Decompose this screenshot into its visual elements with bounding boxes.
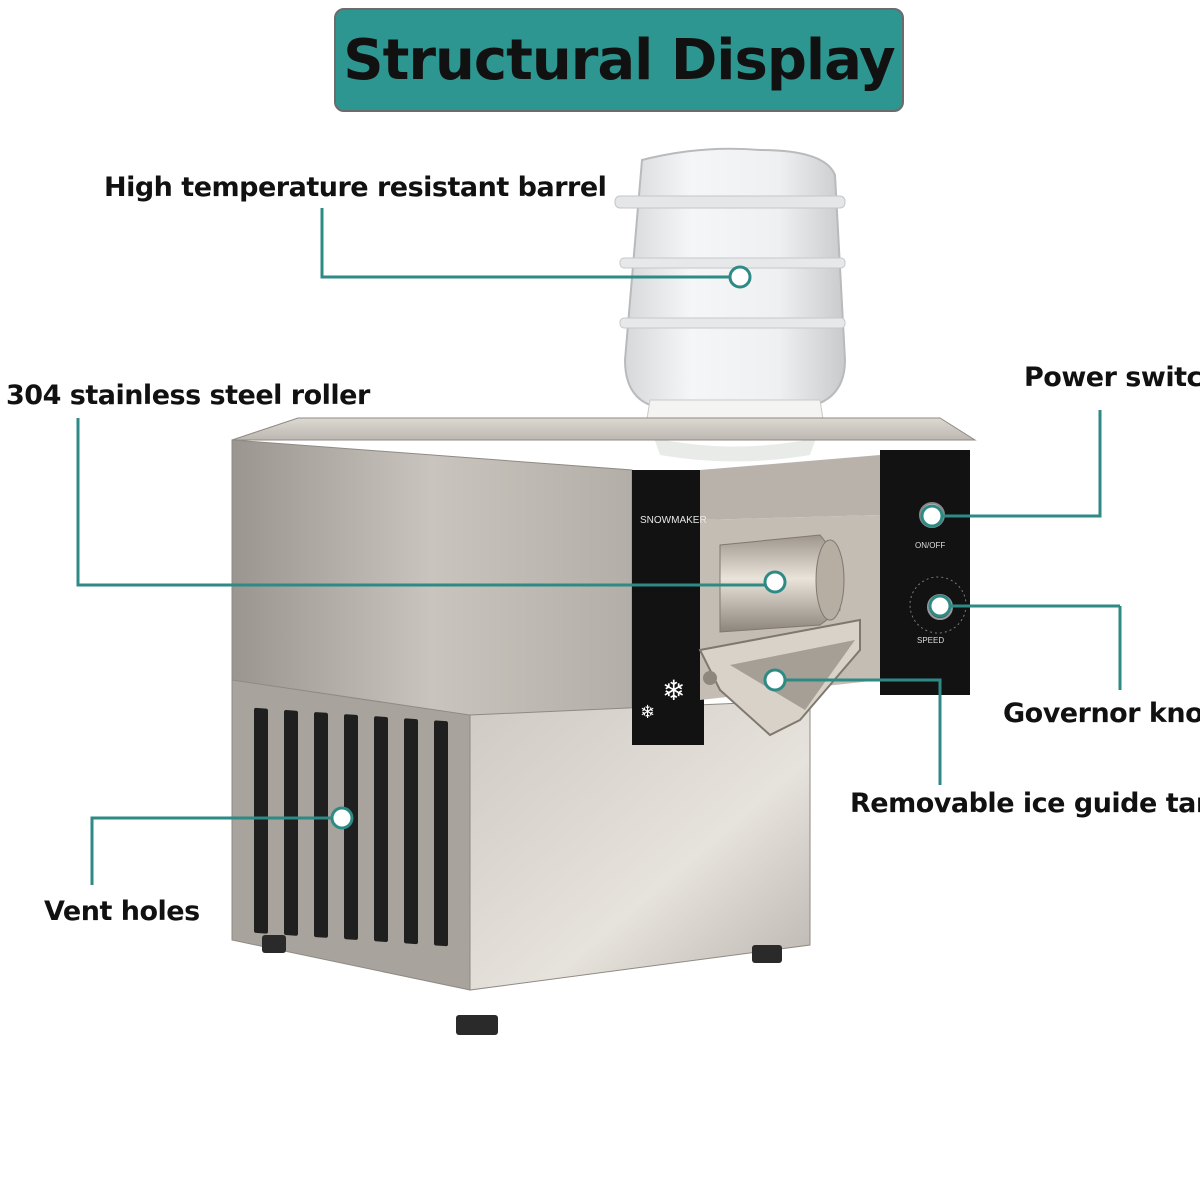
leader-lines bbox=[76, 208, 1122, 885]
brand-text: SNOWMAKER bbox=[640, 515, 707, 526]
switch-label: ON/OFF bbox=[915, 541, 945, 550]
label-governor-knob: Governor knob bbox=[1003, 698, 1200, 729]
title-banner: Structural Display bbox=[334, 8, 904, 112]
water-barrel bbox=[614, 147, 847, 462]
callout-dot-tank bbox=[763, 668, 787, 692]
speed-label: SPEED bbox=[917, 636, 944, 645]
label-roller: 304 stainless steel roller bbox=[6, 380, 370, 411]
callout-dots bbox=[330, 265, 952, 830]
callout-dot-barrel bbox=[728, 265, 752, 289]
callout-dot-power bbox=[920, 504, 944, 528]
snowflake-icon: ❄ bbox=[662, 674, 685, 707]
label-barrel: High temperature resistant barrel bbox=[104, 172, 607, 203]
callout-dot-governor bbox=[928, 594, 952, 618]
vent-grille bbox=[254, 707, 448, 947]
label-ice-guide-tank: Removable ice guide tank bbox=[850, 788, 1200, 819]
callout-dot-vent bbox=[330, 806, 354, 830]
page-title: Structural Display bbox=[343, 27, 895, 93]
label-power-switch: Power switch bbox=[1024, 362, 1200, 393]
callout-dot-roller bbox=[763, 570, 787, 594]
label-vent-holes: Vent holes bbox=[44, 896, 200, 927]
snowflake-small-icon: ❄ bbox=[640, 702, 655, 723]
